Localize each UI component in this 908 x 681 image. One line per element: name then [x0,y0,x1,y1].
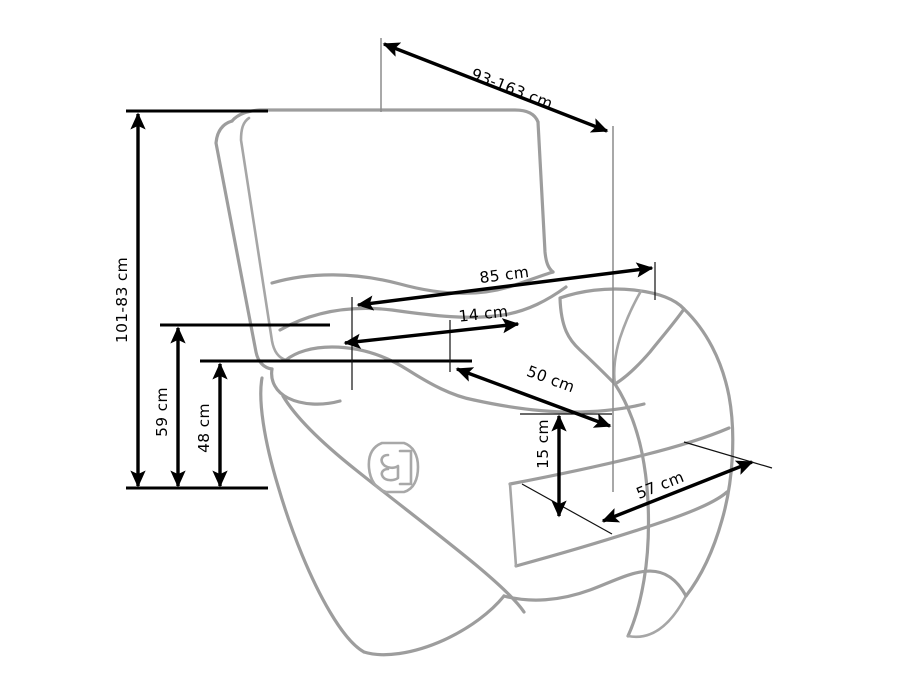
ext-line-57-lower [521,483,613,535]
base-step-left [508,482,518,568]
seat-cushion-left-roll [270,367,342,406]
base-plinth-front [502,569,688,602]
left-arm-bottom-edge [259,376,366,654]
dimension-backrest-depth: 14 cm [343,302,520,349]
right-arm-front-face-inner [626,594,688,639]
seat-cushion-front-edge [284,345,476,402]
dimension-seat-clearance-label: 15 cm [534,419,552,469]
dimension-total-height-label: 101-83 cm [113,257,131,343]
dimension-seat-width-arrow [601,460,754,523]
right-armrest-outer-body [682,307,735,598]
ext-line-57-upper [683,441,773,469]
dimension-backrest-height: 59 cm [153,326,186,488]
dimension-seat-depth-arrow [455,367,612,428]
left-arm-front-corner [362,594,506,657]
dimension-overall-depth-arrow [356,262,654,311]
dimension-armrest-height-label: 48 cm [195,403,213,453]
dimension-backrest-height-label: 59 cm [153,387,171,437]
dimension-backrest-depth-arrow [343,318,520,349]
dimension-depth-extended-arrow [382,42,609,133]
recliner-lever-icon [367,441,420,494]
dimension-backrest-depth-label: 14 cm [458,302,509,325]
backrest-left-side-panel [214,119,274,371]
dimension-seat-clearance: 15 cm [534,414,567,518]
dimension-armrest-height: 48 cm [195,362,228,488]
dimension-total-height: 101-83 cm [113,112,146,488]
base-back-edge [508,426,731,486]
backrest-crease-line [239,116,288,362]
left-arm-outer-face [281,394,526,614]
